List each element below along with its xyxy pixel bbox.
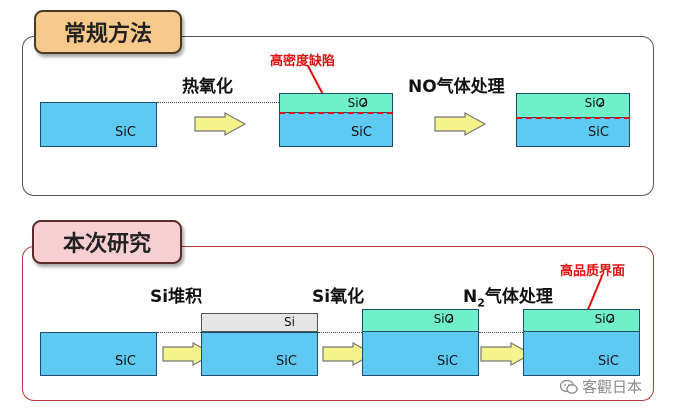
this-research-title: 本次研究 [32,220,182,264]
defect-interface-line-2 [516,117,630,119]
no-gas-treatment-label: NO气体处理 [408,77,505,97]
reference-dotted-line [318,332,362,333]
watermark: 客觀日本 [560,376,642,397]
thermal-oxidation-label: 热氧化 [182,77,233,97]
sic-substrate-6: SiC [362,331,479,376]
wechat-icon [560,379,578,394]
reference-dotted-line [479,332,523,333]
si-deposition-label: Si堆积 [150,287,203,307]
defect-interface-line-1 [279,112,393,114]
si-deposited-layer: Si [201,313,318,332]
process-arrow-icon [194,112,246,136]
conventional-method-title: 常规方法 [34,10,182,54]
high-density-defect-label: 高密度缺陷 [270,54,336,69]
sic-substrate-5: SiC [201,332,318,376]
n2-gas-treatment-label: N2气体处理 [463,287,553,310]
process-arrow-icon [434,112,486,136]
si-oxidation-label: Si氧化 [312,287,365,307]
watermark-text: 客觀日本 [582,378,643,396]
sic-substrate-3: SiC [516,117,630,147]
reference-dotted-line [157,102,279,103]
high-quality-interface-label: 高品质界面 [560,264,626,279]
sic-substrate-1: SiC [40,102,157,147]
process-arrow-icon [480,342,532,366]
reference-dotted-line [157,332,201,333]
sic-substrate-2: SiC [279,112,393,147]
sic-substrate-7: SiC [523,331,640,376]
sic-substrate-4: SiC [40,332,157,376]
